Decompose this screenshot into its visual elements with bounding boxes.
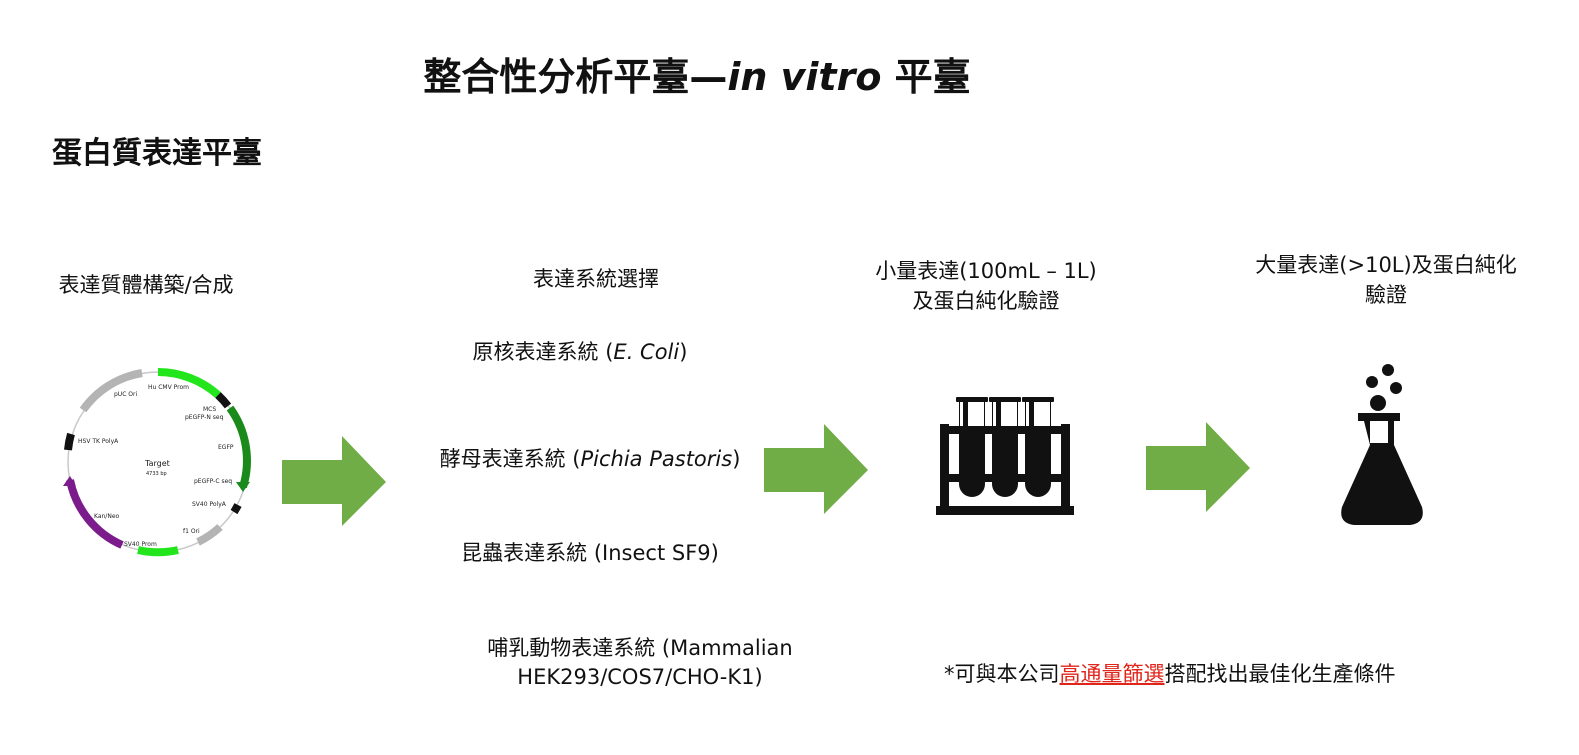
system-pichia: 酵母表達系統 (Pichia Pastoris) <box>439 447 741 471</box>
small-scale-line2: 及蛋白純化驗證 <box>912 289 1060 313</box>
plasmid-center-label: Target <box>144 459 170 468</box>
flask-icon <box>1341 364 1423 525</box>
right-arrow-icon <box>1146 422 1250 512</box>
system-ecoli: 原核表達系統 (E. Coli) <box>472 340 688 364</box>
high-throughput-link[interactable]: 高通量篩選 <box>1059 662 1165 686</box>
plasmid-label: SV40 PolyA <box>192 501 227 508</box>
step-selection-caption: 表達系統選擇 <box>533 267 659 291</box>
system-insect: 昆蟲表達系統 (Insect SF9) <box>461 541 719 565</box>
plasmid-label: Hu CMV Prom <box>148 384 189 391</box>
plasmid-label: HSV TK PolyA <box>78 438 119 445</box>
plasmid-label: pEGFP-N seq <box>185 414 224 421</box>
plasmid-map: pUC Ori Hu CMV Prom MCS pEGFP-N seq EGFP… <box>63 368 251 557</box>
small-scale-line1: 小量表達(100mL – 1L) <box>875 259 1097 283</box>
right-arrow-icon <box>282 436 386 526</box>
test-tube-rack-icon <box>936 397 1074 515</box>
plasmid-label: MCS <box>203 406 216 413</box>
footnote: *可與本公司高通量篩選搭配找出最佳化生產條件 <box>944 662 1396 686</box>
plasmid-label: SV40 Prom <box>124 541 157 548</box>
step-small-scale-caption: 小量表達(100mL – 1L) 及蛋白純化驗證 <box>836 256 1136 316</box>
large-scale-line1: 大量表達(>10L)及蛋白純化 <box>1255 253 1517 277</box>
right-arrow-icon <box>764 424 868 514</box>
section-subtitle: 蛋白質表達平臺 <box>52 136 262 171</box>
title-italic: in vitro <box>727 55 882 99</box>
title-main: 整合性分析平臺— <box>423 55 728 99</box>
plasmid-label: pEGFP-C seq <box>194 478 232 485</box>
system-mammalian: 哺乳動物表達系統 (Mammalian HEK293/COS7/CHO-K1) <box>487 636 793 689</box>
plasmid-size: 4733 bp <box>146 471 167 477</box>
step-large-scale-caption: 大量表達(>10L)及蛋白純化 驗證 <box>1216 250 1556 310</box>
step-construct-caption: 表達質體構築/合成 <box>58 273 234 297</box>
plasmid-label: f1 Ori <box>183 528 200 535</box>
plasmid-label: Kan/Neo <box>94 513 120 520</box>
plasmid-label: pUC Ori <box>114 391 137 398</box>
title-suffix: 平臺 <box>881 55 971 99</box>
plasmid-label: EGFP <box>218 444 234 451</box>
large-scale-line2: 驗證 <box>1365 283 1407 307</box>
page-title: 整合性分析平臺—in vitro 平臺 <box>0 46 1394 101</box>
